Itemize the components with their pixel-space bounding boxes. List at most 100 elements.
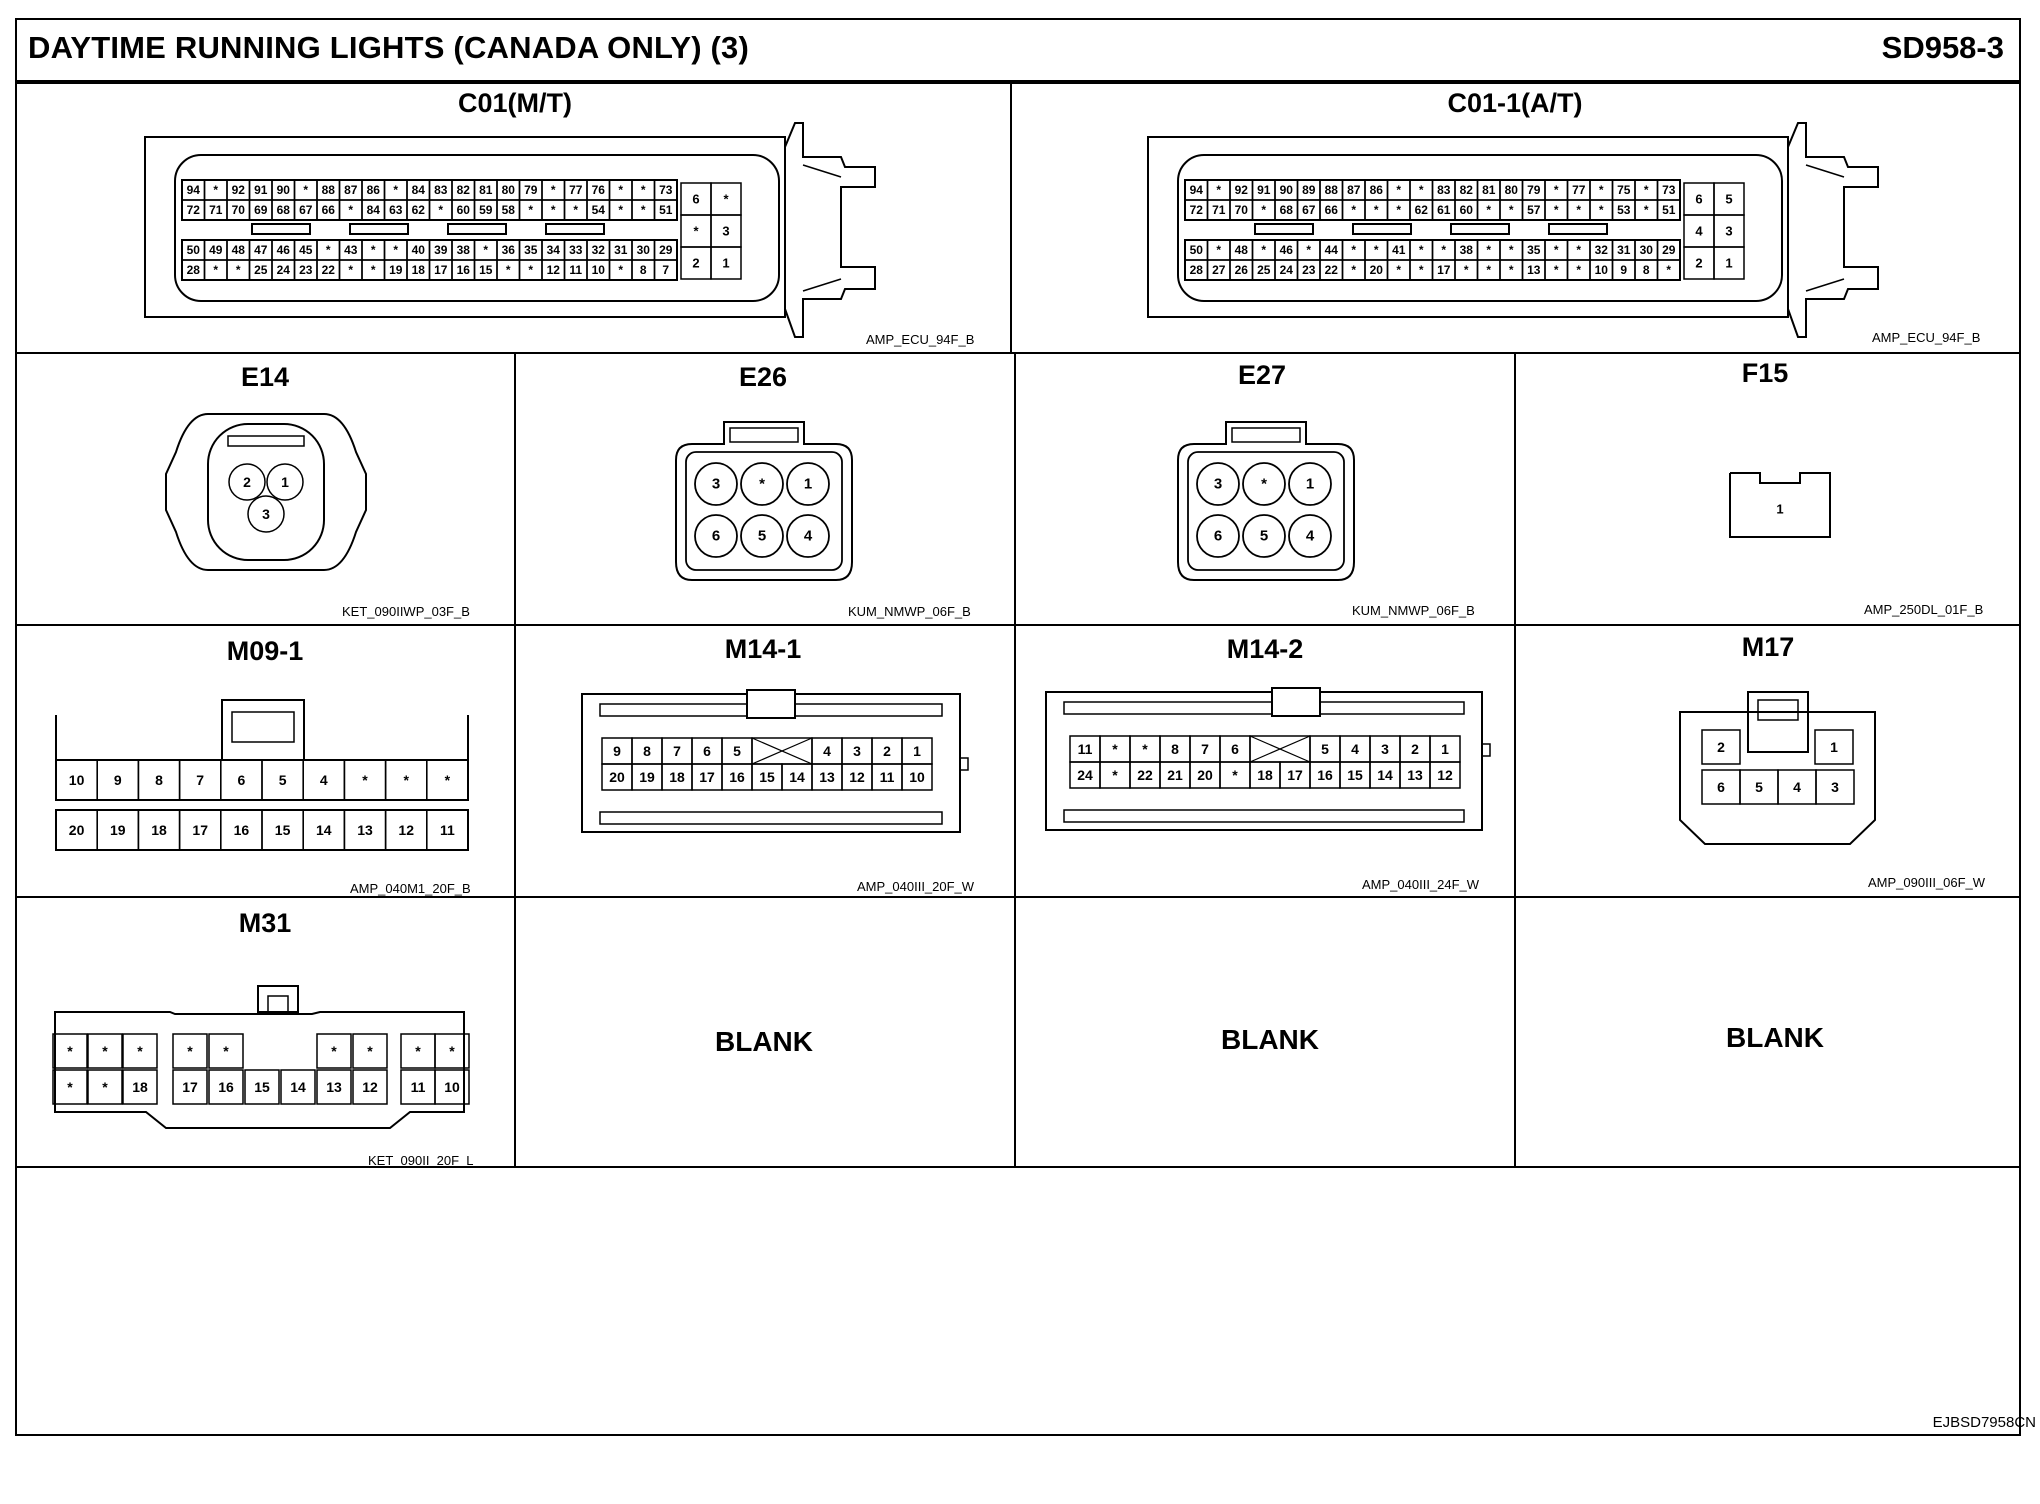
pin-number: 19	[110, 822, 126, 838]
grid-line	[514, 352, 516, 1167]
pin-number: *	[367, 1043, 373, 1059]
pin-cell	[426, 759, 469, 801]
pin-number: 2	[1411, 741, 1419, 757]
pin-number: *	[641, 203, 646, 217]
pin-number: 1	[281, 474, 289, 490]
locking-tab	[1231, 427, 1301, 443]
pin-number: *	[137, 1043, 143, 1059]
pin-number: 40	[412, 243, 426, 257]
pin-number: 24	[1077, 767, 1093, 783]
pin-number: 10	[69, 772, 85, 788]
pin-number: *	[1261, 203, 1266, 217]
pin-number: 4	[1351, 741, 1359, 757]
pin-number: 16	[729, 769, 745, 785]
pin-cell	[208, 1069, 244, 1105]
pin-number: 6	[703, 743, 711, 759]
connector-body	[1045, 691, 1483, 831]
pin-number: 25	[254, 263, 268, 277]
pin-number: 31	[1617, 243, 1631, 257]
pin-number: 43	[344, 243, 358, 257]
pin-cell	[172, 1033, 208, 1069]
pin-number: 3	[722, 224, 729, 239]
pin-number: 11	[440, 822, 455, 838]
connector-body	[1177, 154, 1783, 302]
pin-number: 18	[412, 263, 426, 277]
pin-cell	[1701, 729, 1741, 765]
pin-number: 16	[1317, 767, 1333, 783]
pin-number: *	[1509, 203, 1514, 217]
pin-number: 11	[1078, 741, 1093, 757]
pin-number: 5	[758, 528, 766, 545]
pin-cell	[434, 1069, 470, 1105]
pin-number: 48	[232, 243, 246, 257]
pin-number: 32	[592, 243, 606, 257]
connector-label-f15: F15	[1741, 358, 1789, 388]
pin-number: 12	[1437, 767, 1453, 783]
blocked-pin-mark	[751, 737, 813, 765]
pin-number: 13	[326, 1079, 342, 1095]
pin-cell	[316, 1033, 352, 1069]
pin-number: 4	[804, 528, 813, 545]
pin-number: *	[551, 183, 556, 197]
pin-number: 45	[299, 243, 313, 257]
pin-number: 23	[1302, 263, 1316, 277]
grid-line	[15, 624, 2021, 626]
pin-number: 80	[502, 183, 516, 197]
pin-number: *	[187, 1043, 193, 1059]
pin-number: 91	[1257, 183, 1271, 197]
pin-number: 1	[1725, 256, 1732, 271]
pin-number: 34	[547, 243, 561, 257]
pin-cell	[280, 1069, 316, 1105]
connector-label-m14-1: M14-1	[724, 634, 802, 664]
locking-tab	[1548, 223, 1608, 235]
pin-cell	[1429, 761, 1461, 789]
pin-number: *	[759, 476, 765, 493]
pin-cell	[352, 1069, 388, 1105]
pin-number: *	[1306, 243, 1311, 257]
grid-line	[15, 896, 2021, 898]
pin-number: 25	[1257, 263, 1271, 277]
pin-number: *	[1351, 263, 1356, 277]
pin-number: 12	[362, 1079, 378, 1095]
pin-cell	[122, 1069, 158, 1105]
pin-number: *	[1396, 203, 1401, 217]
connector-body	[207, 423, 325, 561]
pin-number: 39	[434, 243, 448, 257]
pin-number: *	[1486, 203, 1491, 217]
connector-body	[1187, 451, 1345, 571]
pin-number: 3	[1831, 779, 1839, 795]
pin-number: 90	[1280, 183, 1294, 197]
pin-cavity	[786, 462, 830, 506]
pin-number: *	[102, 1079, 108, 1095]
connector-body	[1147, 136, 1789, 318]
pin-number: 29	[659, 243, 673, 257]
pin-number: 6	[1231, 741, 1239, 757]
pin-number: 20	[69, 822, 85, 838]
pin-number: 84	[367, 203, 381, 217]
connector-code-e14: KET_090IIWP_03F_B	[342, 604, 470, 619]
pin-number: 22	[1325, 263, 1339, 277]
connector-code-m31: KET_090II_20F_L	[368, 1153, 474, 1168]
locking-tab	[447, 223, 507, 235]
pin-number: *	[618, 263, 623, 277]
pin-number: 5	[279, 772, 287, 788]
pin-number: 13	[1407, 767, 1423, 783]
pin-number: *	[362, 772, 368, 788]
pin-number: 3	[262, 506, 270, 522]
pin-number: 82	[457, 183, 471, 197]
pin-number: 6	[712, 528, 720, 545]
pin-number: 18	[151, 822, 167, 838]
pin-number: 67	[299, 203, 313, 217]
pin-number: *	[641, 183, 646, 197]
pin-number: 44	[1325, 243, 1339, 257]
pin-number: *	[236, 263, 241, 277]
pin-number: *	[1644, 183, 1649, 197]
pin-cell	[52, 1033, 88, 1069]
pin-cell	[87, 1069, 123, 1105]
pin-number: 8	[155, 772, 163, 788]
pin-number: 50	[1190, 243, 1204, 257]
pin-number: *	[1261, 476, 1267, 493]
connector-label-e27: E27	[1237, 360, 1287, 390]
pin-number: 19	[639, 769, 655, 785]
pin-number: 6	[692, 192, 699, 207]
